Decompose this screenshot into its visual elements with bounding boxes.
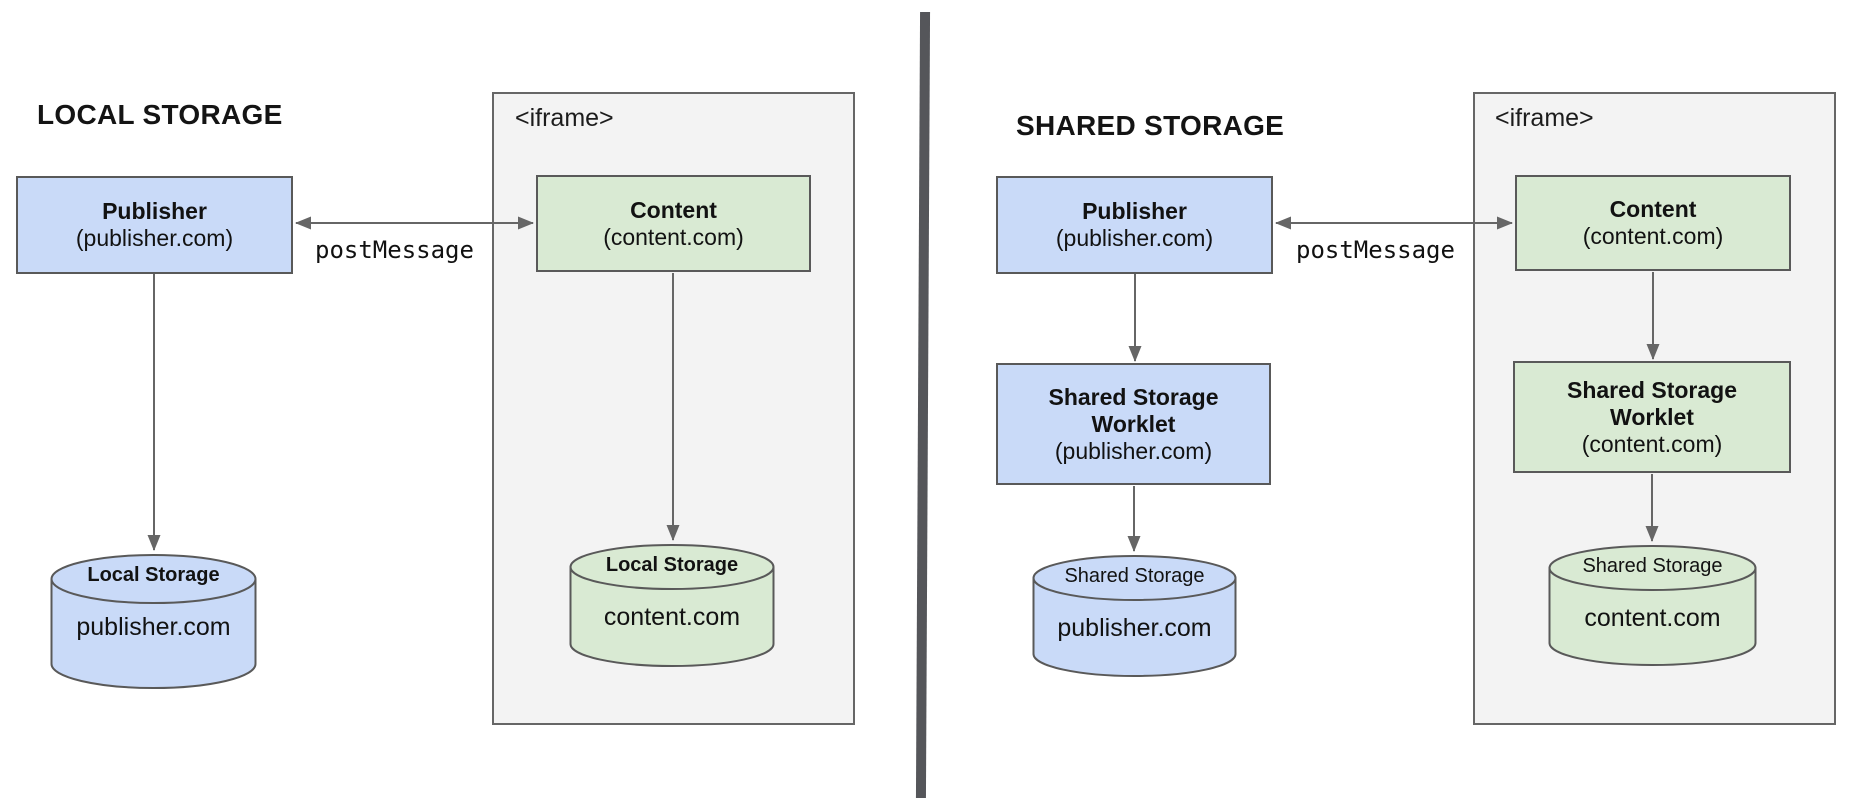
iframe-label-right: <iframe> (1495, 104, 1594, 132)
local-storage-cylinder-content: Local Storage content.com (569, 543, 775, 668)
shared-storage-worklet-box-content: Shared Storage Worklet (content.com) (1513, 361, 1791, 473)
storage-origin-label: content.com (1584, 604, 1721, 632)
postmessage-label-left: postMessage (315, 236, 474, 264)
content-box-left-title: Content (630, 196, 717, 223)
content-box-right-origin: (content.com) (1582, 223, 1724, 249)
publisher-box-right: Publisher (publisher.com) (996, 176, 1273, 274)
content-box-right-title: Content (1609, 196, 1697, 222)
worklet-title-line1: Shared Storage (1048, 383, 1219, 410)
local-storage-cylinder-publisher: Local Storage publisher.com (50, 553, 257, 690)
cylinder-shape (1548, 545, 1757, 666)
storage-type-label: Local Storage (605, 554, 739, 576)
storage-origin-label: content.com (603, 603, 741, 631)
worklet-origin: (publisher.com) (1054, 437, 1213, 464)
cylinder-shape (1032, 555, 1237, 677)
storage-type-label: Shared Storage (1582, 555, 1723, 577)
publisher-box-left-title: Publisher (102, 198, 207, 224)
publisher-box-right-origin: (publisher.com) (1055, 225, 1214, 251)
content-box-right: Content (content.com) (1515, 175, 1791, 271)
content-box-left: Content (content.com) (536, 175, 811, 272)
shared-storage-cylinder-content: Shared Storage content.com (1548, 544, 1757, 667)
publisher-box-left: Publisher (publisher.com) (16, 176, 293, 274)
local-storage-title: LOCAL STORAGE (37, 99, 283, 130)
storage-origin-label: publisher.com (76, 613, 231, 641)
publisher-box-left-origin: (publisher.com) (75, 225, 234, 251)
storage-origin-label: publisher.com (1057, 614, 1212, 642)
worklet-title-line2: Worklet (1091, 410, 1176, 437)
shared-storage-title: SHARED STORAGE (1016, 110, 1285, 141)
storage-type-label: Local Storage (87, 564, 220, 586)
cylinder-shape (569, 544, 775, 667)
worklet-title-line2: Worklet (1610, 403, 1694, 430)
shared-storage-cylinder-publisher: Shared Storage publisher.com (1032, 554, 1237, 678)
cylinder-shape (50, 554, 257, 689)
panel-divider (915, 11, 931, 799)
worklet-title-line1: Shared Storage (1567, 376, 1737, 403)
content-box-left-origin: (content.com) (603, 223, 744, 250)
iframe-label-left: <iframe> (515, 104, 614, 132)
worklet-origin: (content.com) (1581, 430, 1723, 457)
storage-type-label: Shared Storage (1064, 565, 1205, 587)
shared-storage-worklet-box-publisher: Shared Storage Worklet (publisher.com) (996, 363, 1271, 485)
publisher-box-right-title: Publisher (1082, 198, 1187, 224)
postmessage-label-right: postMessage (1296, 236, 1455, 264)
